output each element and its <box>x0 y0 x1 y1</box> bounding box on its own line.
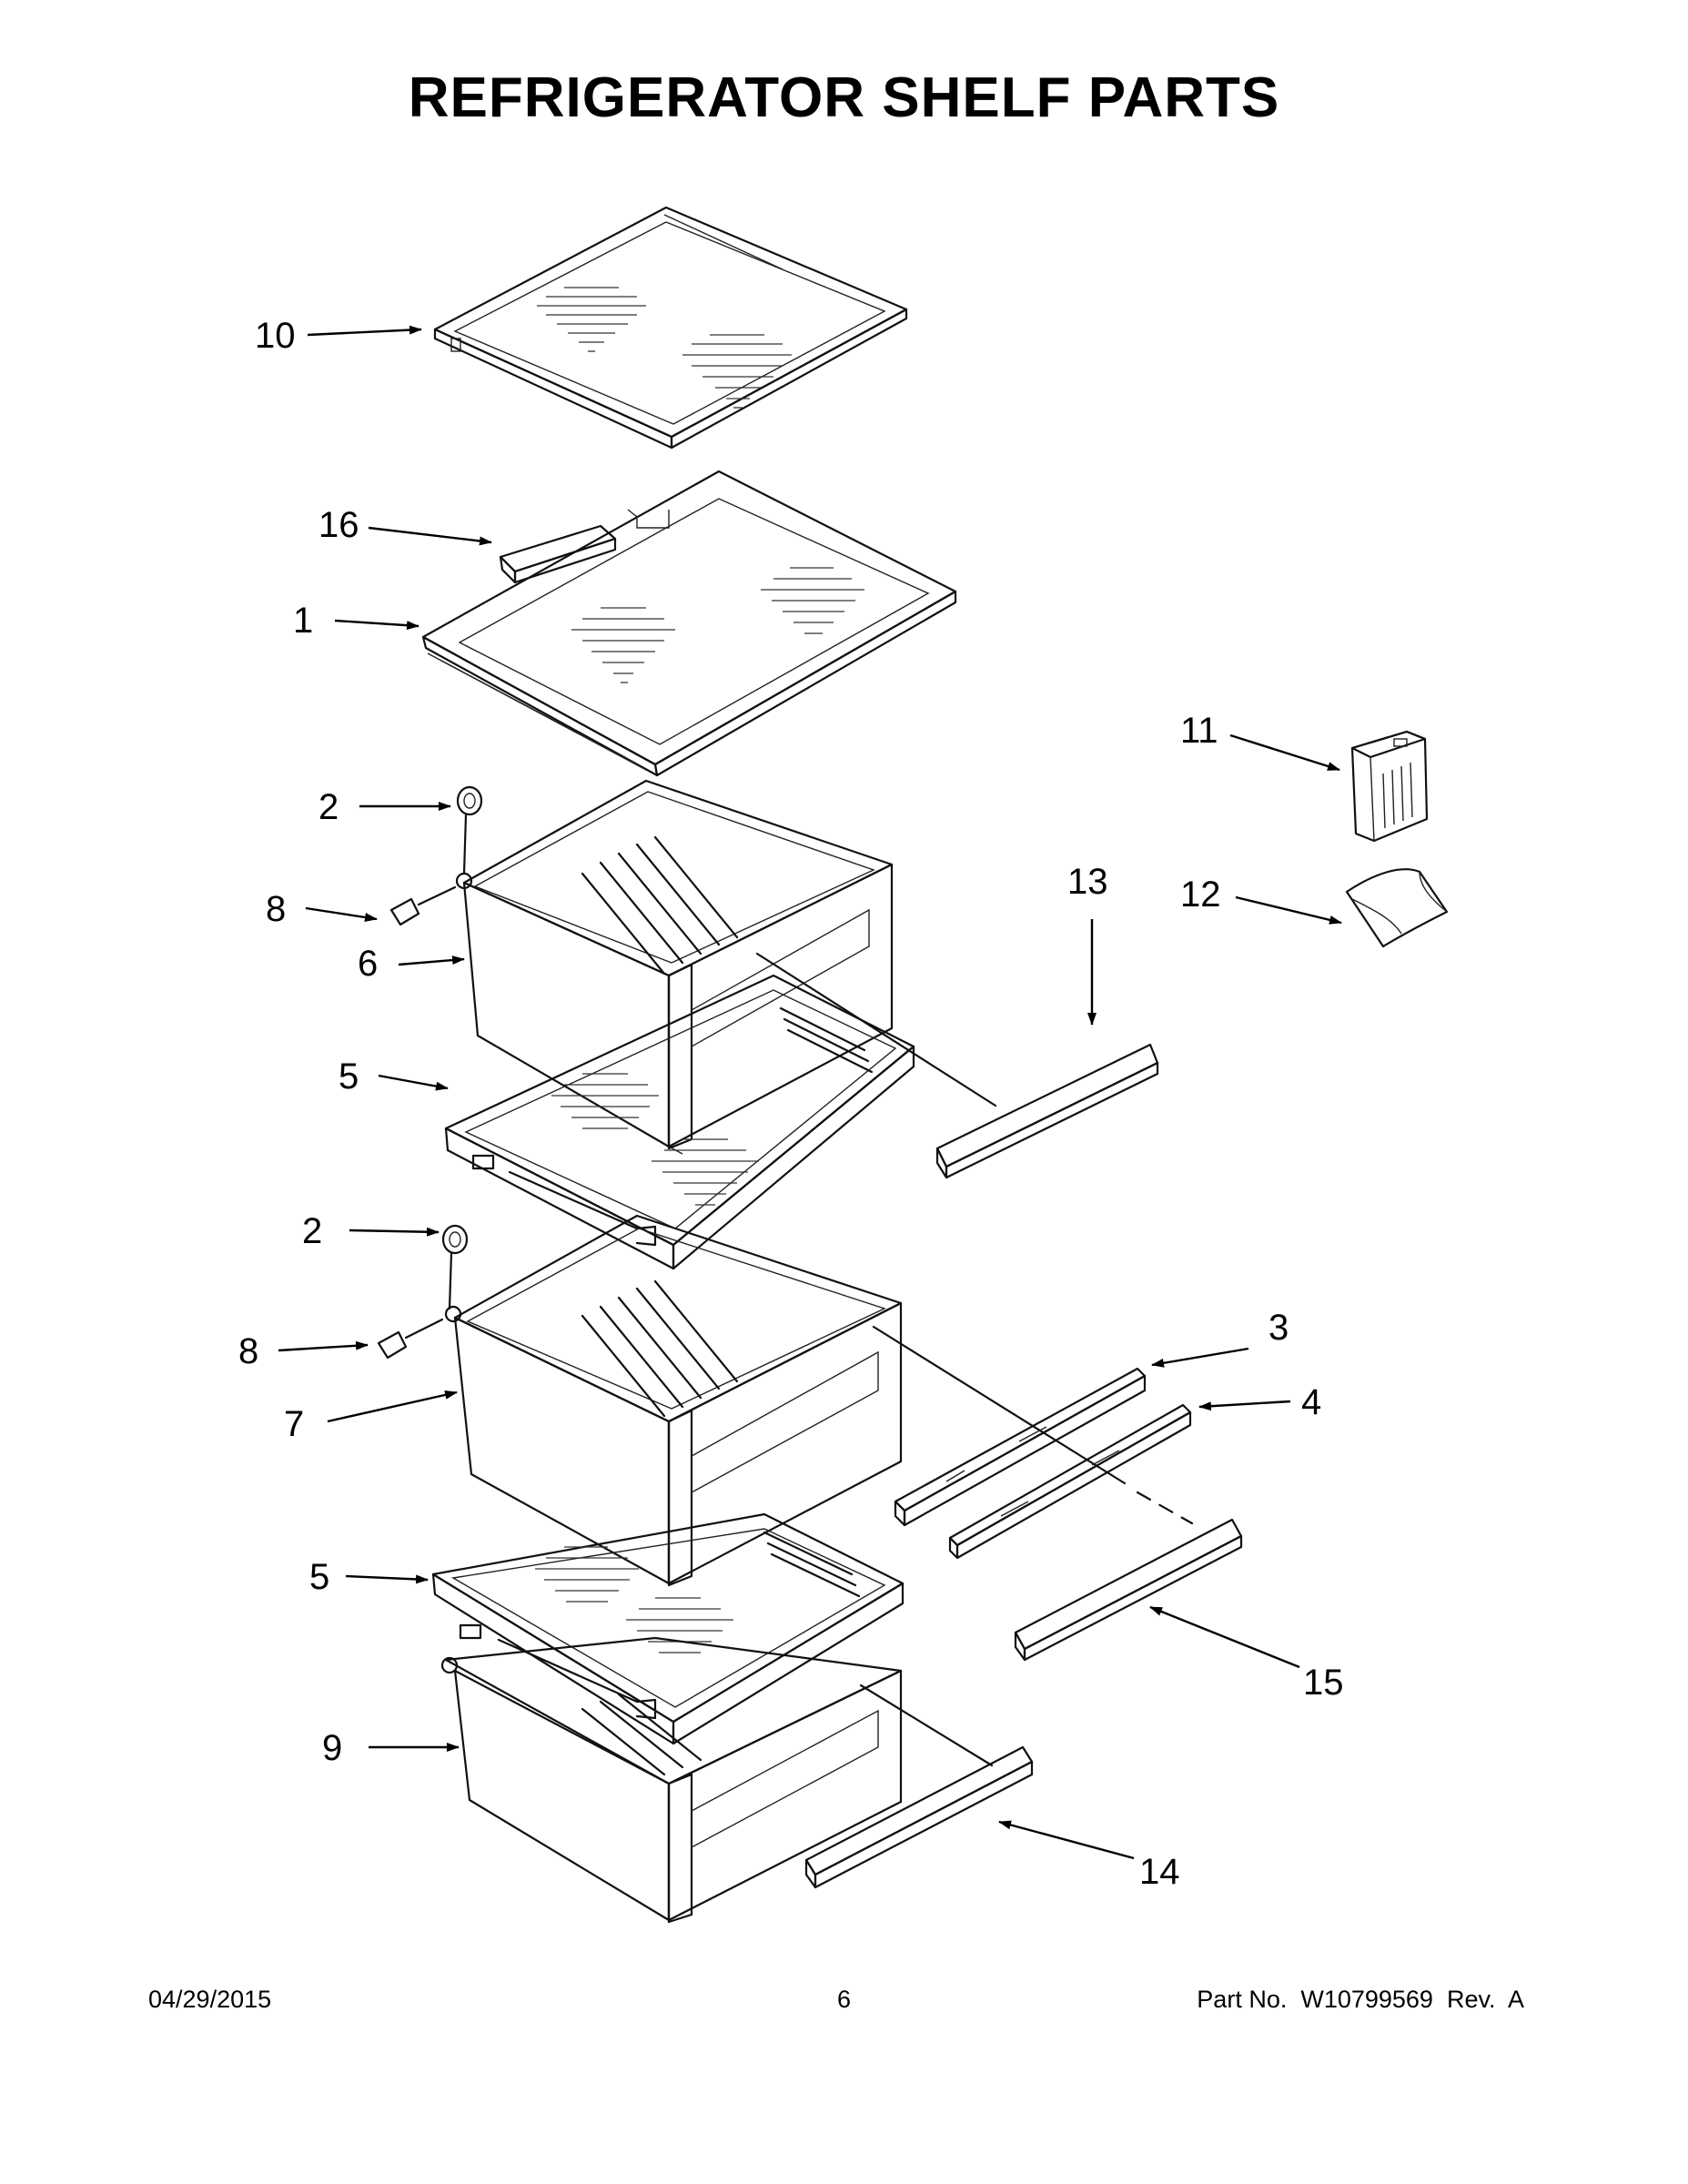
callout-label: 4 <box>1301 1382 1321 1422</box>
callout-label: 1 <box>293 601 313 641</box>
callout-label: 9 <box>322 1728 342 1768</box>
crisper-drawer-lower-part <box>444 1214 1194 1587</box>
callout-label: 8 <box>266 889 286 929</box>
roller-lower-part <box>441 1224 469 1310</box>
crisper-cover-upper-part <box>444 974 915 1270</box>
callout-label: 5 <box>339 1057 359 1097</box>
callout-label: 7 <box>284 1404 304 1444</box>
callout-label: 10 <box>255 316 296 356</box>
callout-label: 13 <box>1067 862 1108 902</box>
handle-middle-part <box>1014 1518 1243 1662</box>
callout-label: 2 <box>318 787 339 827</box>
shelf-glass-top-part <box>433 206 908 450</box>
crisper-drawer-upper-part <box>455 779 997 1155</box>
callout-label: 6 <box>358 944 378 984</box>
handle-upper-part <box>935 1043 1159 1179</box>
callout-label: 11 <box>1180 711 1218 751</box>
filter-pouch-part <box>1345 868 1449 948</box>
callout-label: 3 <box>1269 1308 1289 1348</box>
callout-label: 16 <box>318 505 359 545</box>
roller-upper-part <box>456 785 483 875</box>
slide-rail-left-part <box>894 1367 1147 1527</box>
slide-rail-right-part <box>948 1403 1192 1560</box>
humidity-control-part <box>1350 730 1429 843</box>
callout-arrows <box>278 325 1342 1860</box>
callout-labels: 10 16 1 2 8 6 5 2 8 7 5 9 11 12 13 3 4 1… <box>238 316 1344 1892</box>
footer-page-number: 6 <box>836 1986 852 2013</box>
crisper-cover-lower-part <box>431 1512 905 1745</box>
handle-lower-part <box>804 1745 1034 1889</box>
shelf-cover-clip-part <box>499 524 617 584</box>
callout-label: 8 <box>238 1331 258 1371</box>
callout-label: 5 <box>309 1557 329 1597</box>
stop-upper-part <box>389 885 457 926</box>
callout-label: 2 <box>302 1211 322 1251</box>
callout-label: 12 <box>1180 875 1221 915</box>
footer-date: 04/29/2015 <box>148 1986 272 2013</box>
footer-part-number: Part No. W10799569 Rev. A <box>1197 1986 1524 2013</box>
pantry-drawer-part <box>440 1636 994 1924</box>
page-title: REFRIGERATOR SHELF PARTS <box>408 66 1280 129</box>
callout-label: 15 <box>1303 1663 1344 1703</box>
callout-label: 14 <box>1139 1852 1180 1892</box>
shelf-glass-part <box>421 470 957 777</box>
stop-lower-part <box>377 1318 444 1360</box>
